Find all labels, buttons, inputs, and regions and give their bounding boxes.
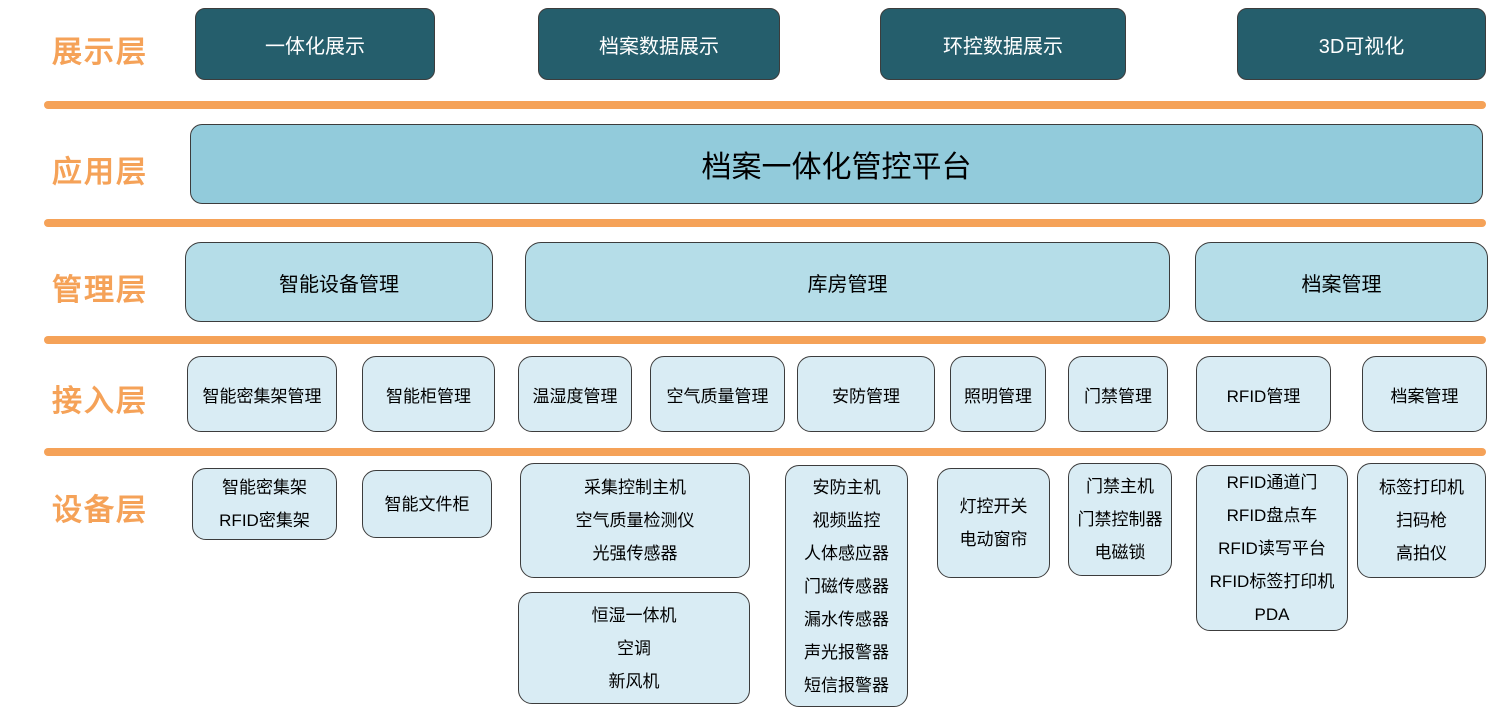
layer-label-management: 管理层	[52, 274, 148, 307]
box-env-data-display: 环控数据展示	[880, 8, 1126, 80]
box-archive-mgmt-access: 档案管理	[1362, 356, 1487, 432]
box-smart-file-cabinet: 智能文件柜	[362, 470, 492, 538]
box-printer-scanner-devices: 标签打印机 扫码枪 高拍仪	[1357, 463, 1486, 578]
divider-1	[44, 101, 1486, 109]
layer-label-device: 设备层	[52, 494, 148, 527]
box-rfid-mgmt: RFID管理	[1196, 356, 1331, 432]
divider-2	[44, 219, 1486, 227]
box-archive-platform: 档案一体化管控平台	[190, 124, 1483, 204]
layer-label-access: 接入层	[52, 385, 148, 418]
box-dense-rack-mgmt: 智能密集架管理	[187, 356, 337, 432]
box-rfid-devices: RFID通道门 RFID盘点车 RFID读写平台 RFID标签打印机 PDA	[1196, 465, 1348, 631]
box-archive-mgmt: 档案管理	[1195, 242, 1488, 322]
box-archive-data-display: 档案数据展示	[538, 8, 780, 80]
box-security-mgmt: 安防管理	[797, 356, 935, 432]
box-dense-rack-devices: 智能密集架 RFID密集架	[192, 468, 337, 540]
divider-3	[44, 336, 1486, 344]
box-temp-humidity-mgmt: 温湿度管理	[518, 356, 632, 432]
box-smart-device-mgmt: 智能设备管理	[185, 242, 493, 322]
box-warehouse-mgmt: 库房管理	[525, 242, 1170, 322]
divider-4	[44, 448, 1486, 456]
box-door-access-devices: 门禁主机 门禁控制器 电磁锁	[1068, 463, 1172, 576]
box-door-access-mgmt: 门禁管理	[1068, 356, 1168, 432]
box-security-devices: 安防主机 视频监控 人体感应器 门磁传感器 漏水传感器 声光报警器 短信报警器	[785, 465, 908, 707]
layer-label-application: 应用层	[52, 156, 148, 189]
box-3d-visualization: 3D可视化	[1237, 8, 1486, 80]
box-integrated-display: 一体化展示	[195, 8, 435, 80]
box-smart-cabinet-mgmt: 智能柜管理	[362, 356, 495, 432]
box-lighting-mgmt: 照明管理	[950, 356, 1046, 432]
layer-label-presentation: 展示层	[52, 36, 148, 69]
box-collection-host-group: 采集控制主机 空气质量检测仪 光强传感器	[520, 463, 750, 578]
box-air-quality-mgmt: 空气质量管理	[650, 356, 785, 432]
box-humidity-ac-group: 恒湿一体机 空调 新风机	[518, 592, 750, 704]
box-lighting-devices: 灯控开关 电动窗帘	[937, 468, 1050, 578]
